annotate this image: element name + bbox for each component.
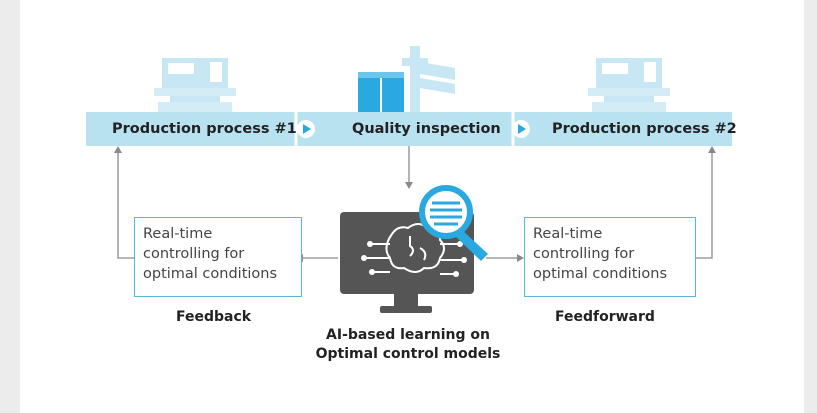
- feedforward-label: Feedforward: [555, 309, 655, 325]
- step-production-process-2: Production process #2: [552, 121, 737, 137]
- magnifier-icon: [419, 185, 488, 261]
- feedback-box-line-3: optimal conditions: [143, 266, 278, 282]
- feedforward-box-line-1: Real-time: [533, 226, 603, 242]
- feedback-control-box: Real-time controlling for optimal condit…: [134, 217, 302, 297]
- feedforward-box-line-3: optimal conditions: [533, 266, 668, 282]
- machine-2-icon: [588, 58, 670, 112]
- step-quality-inspection: Quality inspection: [352, 121, 501, 137]
- feedback-box-line-1: Real-time: [143, 226, 213, 242]
- feedforward-control-box: Real-time controlling for optimal condit…: [524, 217, 696, 297]
- process-bar: [86, 112, 732, 146]
- connector-lines: [117, 146, 713, 259]
- ai-caption-line-1: AI-based learning on: [326, 327, 490, 343]
- feedforward-box-line-2: controlling for: [533, 246, 635, 262]
- inspection-machine-icon: [358, 46, 455, 116]
- feedback-label: Feedback: [176, 309, 252, 325]
- machine-1-icon: [154, 58, 236, 112]
- step-production-process-1: Production process #1: [112, 121, 297, 137]
- feedback-box-line-2: controlling for: [143, 246, 245, 262]
- ai-caption-line-2: Optimal control models: [315, 346, 501, 362]
